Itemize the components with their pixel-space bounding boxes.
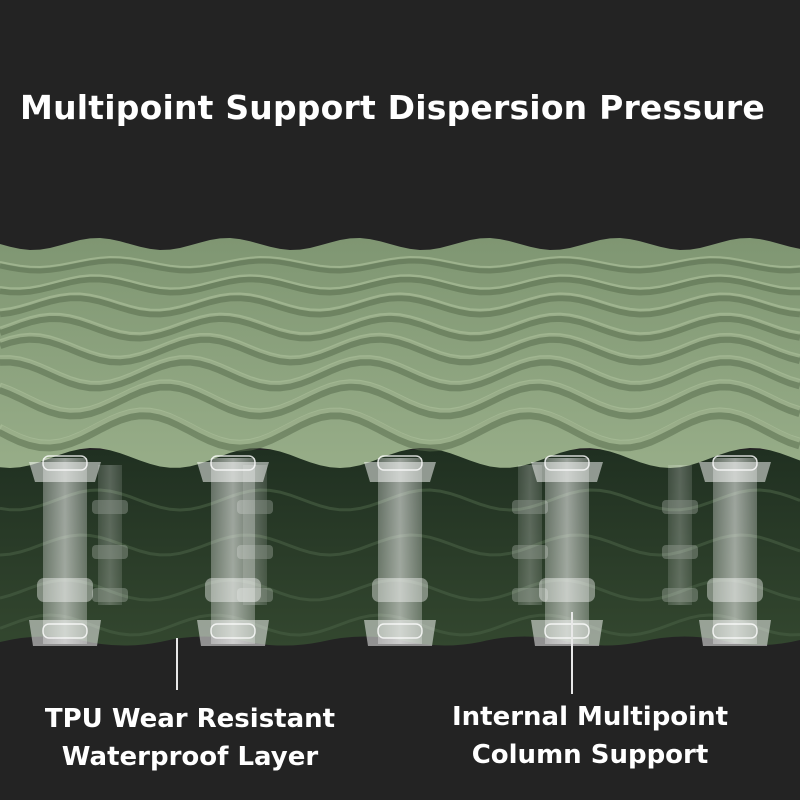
quilt-ridge-highlight xyxy=(0,355,800,385)
support-column xyxy=(531,455,603,646)
quilt-ridge-shadow xyxy=(0,380,800,420)
callout-line-left xyxy=(176,638,178,690)
support-column xyxy=(197,455,269,646)
quilt-ridge-shadow xyxy=(0,356,800,392)
support-column xyxy=(29,455,101,646)
quilt-ridge-highlight xyxy=(0,407,800,445)
support-column xyxy=(699,455,771,646)
support-column xyxy=(364,455,436,646)
quilt-ridge-highlight xyxy=(0,379,800,413)
quilt-ridge-shadow xyxy=(0,334,800,366)
tpu-top-layer xyxy=(0,238,800,468)
callout-column-line1: Internal Multipoint xyxy=(451,702,729,732)
quilt-ridge-highlight xyxy=(0,255,800,269)
callout-column-support: Internal Multipoint Column Support xyxy=(440,698,740,774)
quilt-ridge-highlight xyxy=(0,312,800,336)
quilt-ridge-highlight xyxy=(0,292,800,312)
callout-column-line2: Column Support xyxy=(471,740,709,770)
callout-line-right xyxy=(571,612,573,694)
quilt-ridge-shadow xyxy=(0,294,800,318)
support-column-back xyxy=(662,465,698,605)
callout-tpu-line2: Waterproof Layer xyxy=(61,742,319,772)
quilt-ridge-shadow xyxy=(0,408,800,452)
quilt-ridge-highlight xyxy=(0,332,800,360)
callout-tpu-layer: TPU Wear Resistant Waterproof Layer xyxy=(40,700,340,776)
support-column-back xyxy=(92,465,128,605)
quilt-ridge-highlight xyxy=(0,274,800,290)
quilt-ridge-shadow xyxy=(0,276,800,296)
support-column-back xyxy=(512,465,548,605)
headline: Multipoint Support Dispersion Pressure xyxy=(20,88,765,127)
quilt-ridge-shadow xyxy=(0,314,800,342)
callout-tpu-line1: TPU Wear Resistant xyxy=(44,704,336,734)
column-supports xyxy=(29,455,771,646)
quilt-ridge-shadow xyxy=(0,258,800,274)
